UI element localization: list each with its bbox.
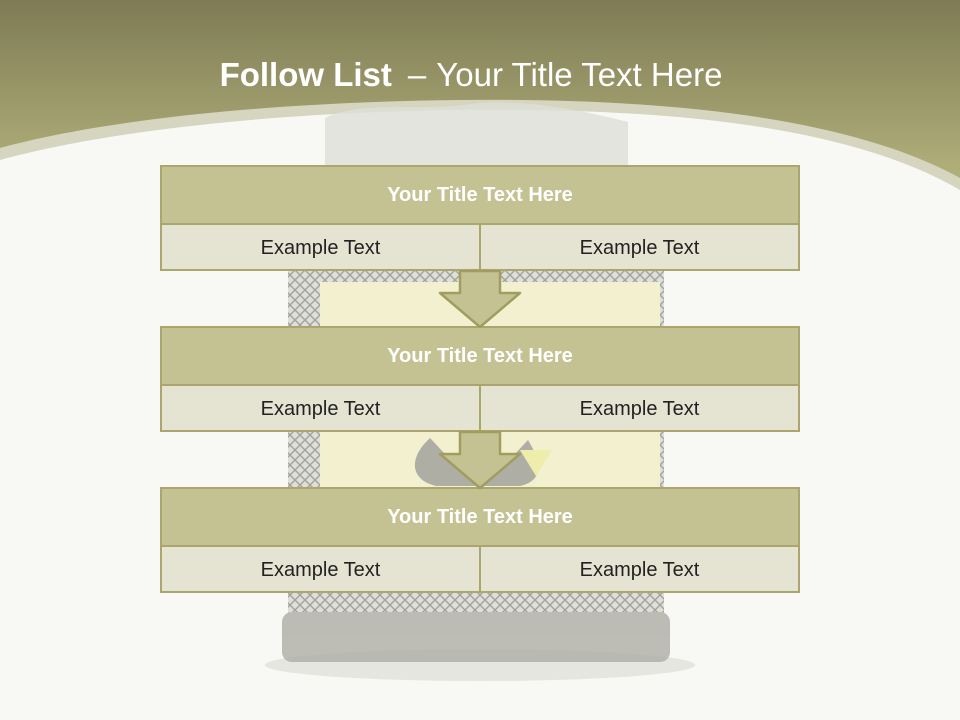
block-right-text: Example Text <box>479 225 798 271</box>
block-row: Example Text Example Text <box>162 386 798 432</box>
block-title: Your Title Text Here <box>162 328 798 386</box>
block-title: Your Title Text Here <box>162 489 798 547</box>
title-bold-text: Follow List <box>219 56 392 93</box>
block-left-text: Example Text <box>260 237 381 259</box>
block-right-text: Example Text <box>479 386 798 432</box>
down-arrow-icon <box>438 430 522 490</box>
title-rest-text: Your Title Text Here <box>436 56 723 93</box>
block-left-text: Example Text <box>260 559 381 581</box>
down-arrow-icon <box>438 269 522 329</box>
title-dash: – <box>407 56 427 93</box>
flow-block-1: Your Title Text Here Example Text Exampl… <box>160 165 800 271</box>
flow-block-2: Your Title Text Here Example Text Exampl… <box>160 326 800 432</box>
block-row: Example Text Example Text <box>162 547 798 593</box>
block-row: Example Text Example Text <box>162 225 798 271</box>
block-right-text: Example Text <box>479 547 798 593</box>
slide-title: Follow List–Your Title Text Here <box>0 52 942 98</box>
block-title: Your Title Text Here <box>162 167 798 225</box>
block-left-text: Example Text <box>260 398 381 420</box>
header-band <box>0 0 960 190</box>
flow-block-3: Your Title Text Here Example Text Exampl… <box>160 487 800 593</box>
